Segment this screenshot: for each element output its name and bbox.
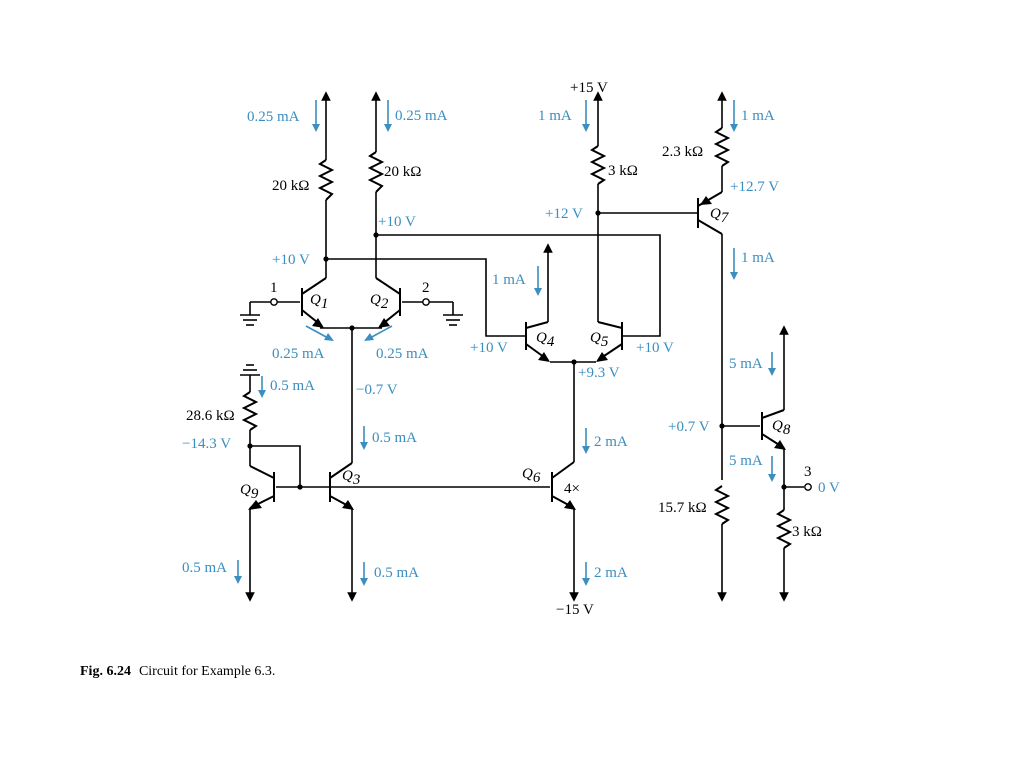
voltage-output: 0 V bbox=[818, 480, 840, 496]
r6-value: 15.7 kΩ bbox=[658, 500, 707, 516]
current-q4: 1 mA bbox=[492, 272, 526, 288]
q8-label: Q8 bbox=[772, 418, 791, 438]
transistor-q8-icon bbox=[761, 409, 786, 450]
voltage-q5-base: +10 V bbox=[636, 340, 674, 356]
q3-label: Q3 bbox=[342, 468, 360, 488]
voltage-q4-base: +10 V bbox=[470, 340, 508, 356]
q5-label: Q5 bbox=[590, 330, 609, 350]
current-arrow-icon bbox=[730, 100, 738, 132]
figure-caption: Fig. 6.24 Circuit for Example 6.3. bbox=[80, 664, 275, 680]
current-arrow-icon bbox=[312, 100, 320, 132]
q7-label: Q7 bbox=[710, 206, 730, 226]
r5-value: 28.6 kΩ bbox=[186, 408, 235, 424]
current-q6-collector: 2 mA bbox=[594, 434, 628, 450]
junction-dots bbox=[247, 210, 787, 490]
figure-label: Fig. 6.24 bbox=[80, 664, 131, 679]
current-q7-collector: 1 mA bbox=[741, 250, 775, 266]
r7-value: 3 kΩ bbox=[792, 524, 822, 540]
resistor-r3-icon bbox=[589, 145, 607, 185]
resistor-r7-icon bbox=[775, 509, 793, 549]
transistor-q7-icon bbox=[697, 191, 723, 235]
supply-negative-label: −15 V bbox=[556, 602, 594, 618]
resistor-r5-icon bbox=[241, 391, 259, 431]
current-arrow-icon bbox=[360, 562, 368, 586]
current-arrow-icon bbox=[582, 428, 590, 454]
r2-value: 20 kΩ bbox=[384, 164, 421, 180]
terminals bbox=[270, 298, 812, 491]
current-q3-emitter: 0.5 mA bbox=[374, 565, 419, 581]
voltage-q4q5-emitter: +9.3 V bbox=[578, 365, 620, 381]
ground-r5-icon bbox=[240, 364, 260, 376]
supply-arrows bbox=[245, 91, 789, 602]
resistor-r1-icon bbox=[317, 159, 335, 201]
voltage-q1q2-emitter: −0.7 V bbox=[356, 382, 398, 398]
current-arrow-icon bbox=[768, 352, 776, 376]
ground-symbols bbox=[240, 314, 463, 376]
r1-value: 20 kΩ bbox=[272, 178, 309, 194]
q9-label: Q9 bbox=[240, 482, 259, 502]
voltage-q2-collector: +10 V bbox=[378, 214, 416, 230]
current-arrows bbox=[234, 100, 776, 586]
current-r5: 0.5 mA bbox=[270, 378, 315, 394]
current-q2-emitter: 0.25 mA bbox=[376, 346, 429, 362]
current-r1: 0.25 mA bbox=[247, 109, 300, 125]
current-q9-emitter: 0.5 mA bbox=[182, 560, 227, 576]
terminal-2-icon bbox=[422, 298, 430, 306]
wires bbox=[249, 98, 804, 595]
supply-positive-label: +15 V bbox=[570, 80, 608, 96]
resistor-r2-icon bbox=[367, 151, 385, 193]
current-q8-emitter: 5 mA bbox=[729, 453, 763, 469]
current-arrow-icon bbox=[258, 376, 266, 398]
q1-label: Q1 bbox=[310, 292, 328, 312]
current-q8-collector: 5 mA bbox=[729, 356, 763, 372]
ground-q1-icon bbox=[240, 314, 260, 326]
current-arrow-icon bbox=[234, 560, 242, 584]
terminal-3-icon bbox=[804, 483, 812, 491]
transistor-q1-icon bbox=[301, 277, 327, 328]
current-arrow-icon bbox=[364, 325, 393, 341]
voltage-q9: −14.3 V bbox=[182, 436, 231, 452]
current-q1-emitter: 0.25 mA bbox=[272, 346, 325, 362]
q4-label: Q4 bbox=[536, 330, 555, 350]
transistor-q5-icon bbox=[596, 321, 623, 362]
current-q3-collector: 0.5 mA bbox=[372, 430, 417, 446]
resistor-r6-icon bbox=[713, 485, 731, 525]
transistor-q3-icon bbox=[329, 462, 354, 510]
r3-value: 3 kΩ bbox=[608, 163, 638, 179]
q6-label: Q6 bbox=[522, 466, 541, 486]
voltage-q7-emitter: +12.7 V bbox=[730, 179, 779, 195]
transistor-q4-icon bbox=[525, 321, 550, 362]
figure-caption-text: Circuit for Example 6.3. bbox=[138, 664, 276, 679]
transistor-q2-icon bbox=[375, 277, 401, 328]
current-r3: 1 mA bbox=[538, 108, 572, 124]
terminal-2-label: 2 bbox=[422, 280, 430, 296]
current-arrow-icon bbox=[582, 562, 590, 586]
current-arrow-icon bbox=[582, 100, 590, 132]
resistor-r4-icon bbox=[713, 127, 731, 167]
current-arrow-icon bbox=[360, 426, 368, 450]
current-arrow-icon bbox=[768, 456, 776, 482]
transistors bbox=[248, 191, 786, 510]
voltage-q1-collector: +10 V bbox=[272, 252, 310, 268]
q2-label: Q2 bbox=[370, 292, 389, 312]
current-q7: 1 mA bbox=[741, 108, 775, 124]
current-arrow-icon bbox=[305, 325, 334, 341]
current-arrow-icon bbox=[534, 266, 542, 296]
voltage-q8-base: +0.7 V bbox=[668, 419, 710, 435]
terminal-1-icon bbox=[270, 298, 278, 306]
q6-scale-label: 4× bbox=[564, 481, 580, 497]
resistors bbox=[241, 127, 793, 549]
voltage-q5-collector: +12 V bbox=[545, 206, 583, 222]
transistor-q6-icon bbox=[551, 461, 576, 510]
ground-q2-icon bbox=[443, 314, 463, 326]
transistor-q9-icon bbox=[248, 465, 275, 510]
terminal-3-label: 3 bbox=[804, 464, 812, 480]
current-arrow-icon bbox=[730, 248, 738, 280]
terminal-1-label: 1 bbox=[270, 280, 278, 296]
current-r2: 0.25 mA bbox=[395, 108, 448, 124]
current-q6-emitter: 2 mA bbox=[594, 565, 628, 581]
r4-value: 2.3 kΩ bbox=[662, 144, 703, 160]
current-arrow-icon bbox=[384, 100, 392, 132]
